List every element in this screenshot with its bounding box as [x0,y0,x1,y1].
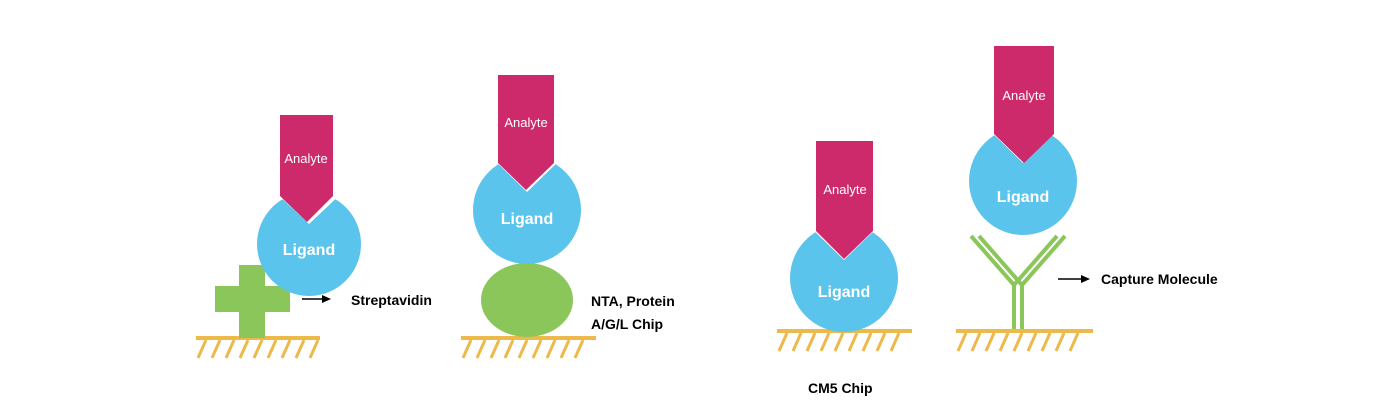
panel-capture-molecule: Ligand Analyte Capture Molecule [956,46,1218,352]
streptavidin-cross [215,265,290,338]
surface-1 [196,336,320,359]
panel-streptavidin: Ligand Analyte Streptavidin [196,115,432,359]
cm5-label: CM5 Chip [808,380,873,396]
panel-nta-protein: Ligand Analyte NTA, Protein A/G/L Chip [461,75,675,359]
capture-antibody [969,234,1067,329]
analyte-1: Analyte [280,115,333,222]
analyte-label-4: Analyte [1002,88,1045,103]
analyte-4: Analyte [994,46,1054,163]
surface-2 [461,336,596,359]
arrow-streptavidin [302,295,331,303]
analyte-label-2: Analyte [504,115,547,130]
surface-3 [777,329,912,352]
nta-protein-blob [481,263,573,337]
analyte-label-1: Analyte [284,151,327,166]
surface-4 [956,329,1093,352]
streptavidin-label: Streptavidin [351,292,432,308]
nta-label-line2: A/G/L Chip [591,316,663,332]
ligand-label-2: Ligand [501,211,553,228]
analyte-label-3: Analyte [823,182,866,197]
ligand-label-3: Ligand [818,284,870,301]
capture-molecule-label: Capture Molecule [1101,271,1218,287]
analyte-2: Analyte [498,75,554,190]
panel-cm5: Ligand Analyte CM5 Chip [777,141,912,396]
ligand-label-1: Ligand [283,242,335,259]
arrow-capture [1058,275,1090,283]
nta-label-line1: NTA, Protein [591,293,675,309]
ligand-label-4: Ligand [997,189,1049,206]
analyte-3: Analyte [816,141,873,259]
